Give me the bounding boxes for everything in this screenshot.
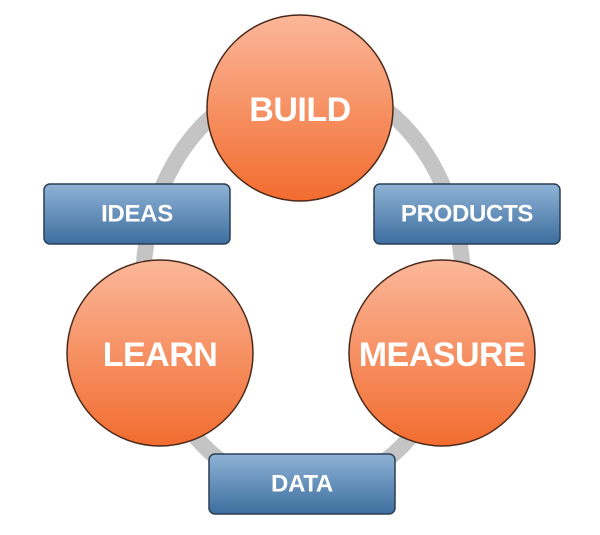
output-products-box xyxy=(373,183,561,245)
output-ideas-box xyxy=(43,183,231,245)
output-data: DATA xyxy=(208,453,396,515)
output-data-label: DATA xyxy=(271,471,333,498)
stage-build: BUILD xyxy=(206,14,394,202)
output-data-box xyxy=(208,453,396,515)
output-products: PRODUCTS xyxy=(373,183,561,245)
stage-learn-label: LEARN xyxy=(103,336,218,374)
stage-measure: MEASURE xyxy=(348,259,536,447)
stage-learn-circle xyxy=(66,259,254,447)
output-ideas-label: IDEAS xyxy=(101,201,173,228)
stage-learn: LEARN xyxy=(66,259,254,447)
stage-build-circle xyxy=(206,14,394,202)
output-ideas: IDEAS xyxy=(43,183,231,245)
stage-measure-circle xyxy=(348,259,536,447)
stage-build-label: BUILD xyxy=(249,91,350,129)
stage-measure-label: MEASURE xyxy=(359,336,526,374)
output-products-label: PRODUCTS xyxy=(401,201,534,228)
